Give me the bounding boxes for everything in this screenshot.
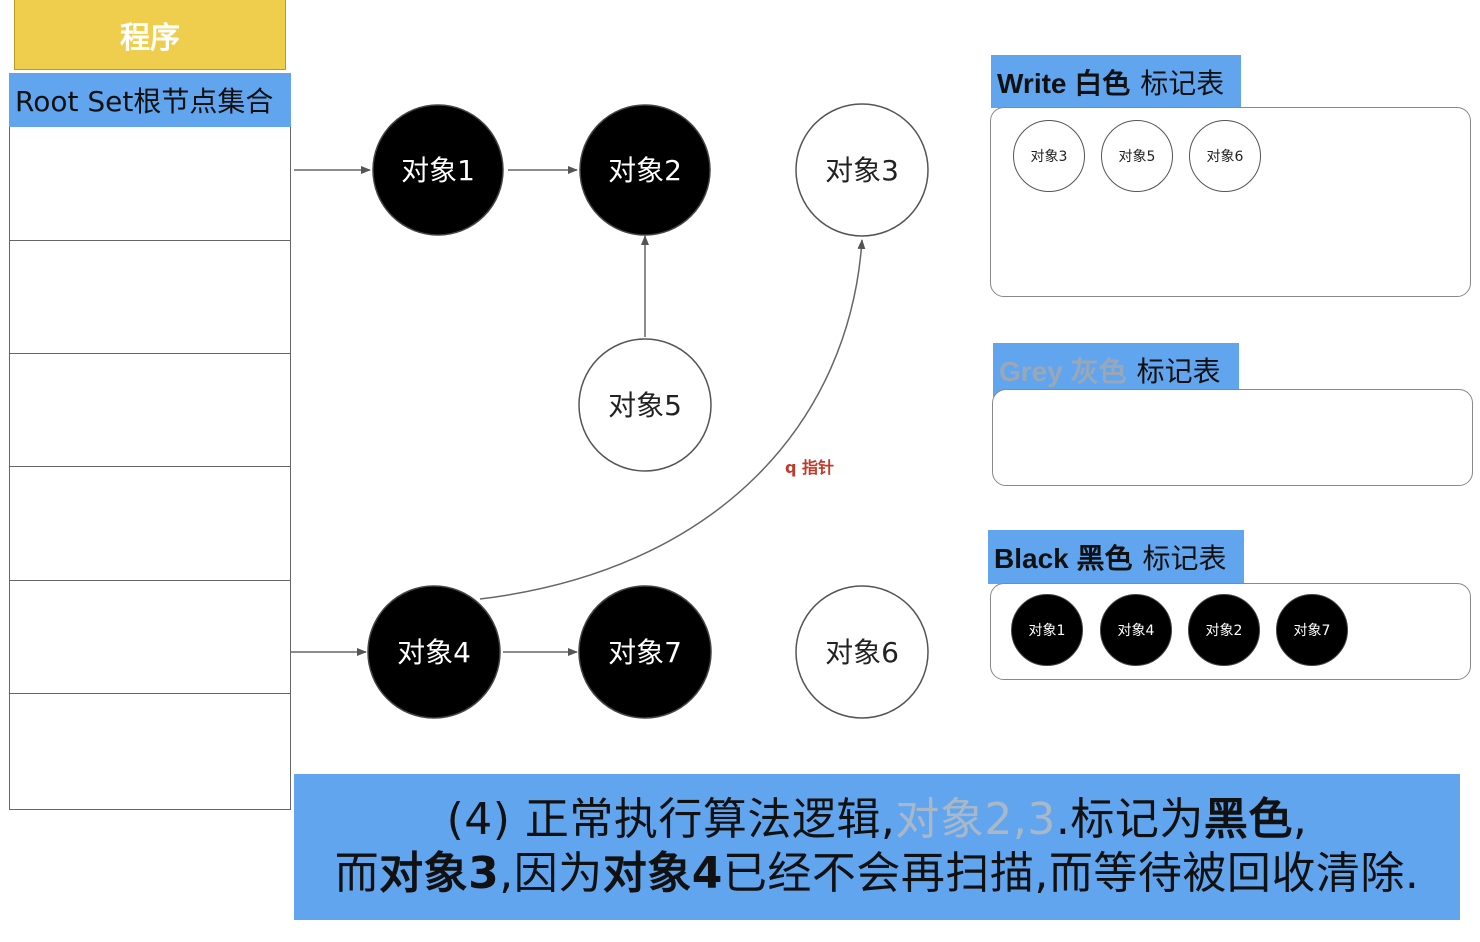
black-table-item: 对象2	[1188, 594, 1260, 666]
node-obj7: 对象7	[578, 585, 712, 719]
node-obj5-label: 对象5	[608, 389, 682, 422]
node-obj7-label: 对象7	[608, 636, 682, 669]
grey-table-title-suffix: 标记表	[1136, 355, 1221, 388]
root-set-slot-divider	[9, 240, 291, 241]
caption-bold: 对象4	[602, 848, 723, 899]
root-set-slot-divider	[9, 693, 291, 694]
grey-table-label: Grey 灰色标记表	[993, 343, 1239, 397]
caption-box: (4) 正常执行算法逻辑,对象2,3.标记为黑色, 而对象3,因为对象4已经不会…	[294, 774, 1460, 920]
black-table-label: Black 黑色标记表	[988, 530, 1244, 584]
node-obj1-label: 对象1	[401, 154, 475, 187]
caption-text: 已经不会再扫描,而等待被回收清除.	[722, 848, 1420, 899]
root-set-slot-divider	[9, 580, 291, 581]
white-table-label: Write 白色标记表	[991, 55, 1241, 108]
white-table-item: 对象3	[1013, 120, 1085, 192]
caption-line-2: 而对象3,因为对象4已经不会再扫描,而等待被回收清除.	[335, 847, 1420, 901]
caption-highlight-muted: 对象2,3	[895, 794, 1056, 845]
root-set-column	[9, 127, 291, 810]
program-header: 程序	[14, 0, 286, 70]
caption-bold: 对象3	[379, 848, 500, 899]
grey-table-title: Grey 灰色	[999, 356, 1127, 387]
caption-line-1: (4) 正常执行算法逻辑,对象2,3.标记为黑色,	[447, 793, 1308, 847]
caption-text: .标记为	[1055, 794, 1204, 845]
white-table-title: Write 白色	[997, 67, 1131, 99]
node-obj3: 对象3	[795, 103, 929, 237]
node-obj3-label: 对象3	[825, 154, 899, 187]
node-obj6-label: 对象6	[825, 636, 899, 669]
black-mark-table: 对象1 对象4 对象2 对象7	[990, 583, 1471, 680]
caption-text: ,因为	[499, 848, 603, 899]
black-table-item: 对象1	[1011, 594, 1083, 666]
black-table-title-suffix: 标记表	[1142, 542, 1227, 575]
node-obj6: 对象6	[795, 585, 929, 719]
root-set-slot-divider	[9, 353, 291, 354]
caption-text: 而	[334, 848, 380, 899]
white-table-title-suffix: 标记表	[1140, 66, 1225, 100]
white-mark-table: 对象3 对象5 对象6	[990, 107, 1471, 297]
node-obj1: 对象1	[372, 104, 504, 236]
white-table-item: 对象5	[1101, 120, 1173, 192]
node-obj5: 对象5	[578, 338, 712, 472]
edge-q-pointer-obj4-to-obj3	[479, 239, 866, 600]
node-obj4: 对象4	[367, 585, 501, 719]
black-table-item: 对象4	[1100, 594, 1172, 666]
node-obj2: 对象2	[579, 104, 711, 236]
node-obj4-label: 对象4	[397, 636, 471, 669]
caption-bold: 黑色	[1203, 794, 1293, 845]
caption-text: ,	[1292, 794, 1308, 845]
white-table-item: 对象6	[1189, 120, 1261, 192]
root-set-slot-divider	[9, 466, 291, 467]
object-graph: 对象1 对象2 对象3 对象5 对象4 对象7 对象6 q 指针	[291, 103, 929, 719]
node-obj2-label: 对象2	[608, 154, 682, 187]
root-set-label: Root Set根节点集合	[9, 73, 291, 127]
caption-text: (4) 正常执行算法逻辑,	[446, 794, 896, 845]
grey-mark-table	[992, 389, 1473, 486]
black-table-item: 对象7	[1276, 594, 1348, 666]
black-table-title: Black 黑色	[994, 543, 1133, 574]
q-pointer-label: q 指针	[785, 458, 834, 477]
